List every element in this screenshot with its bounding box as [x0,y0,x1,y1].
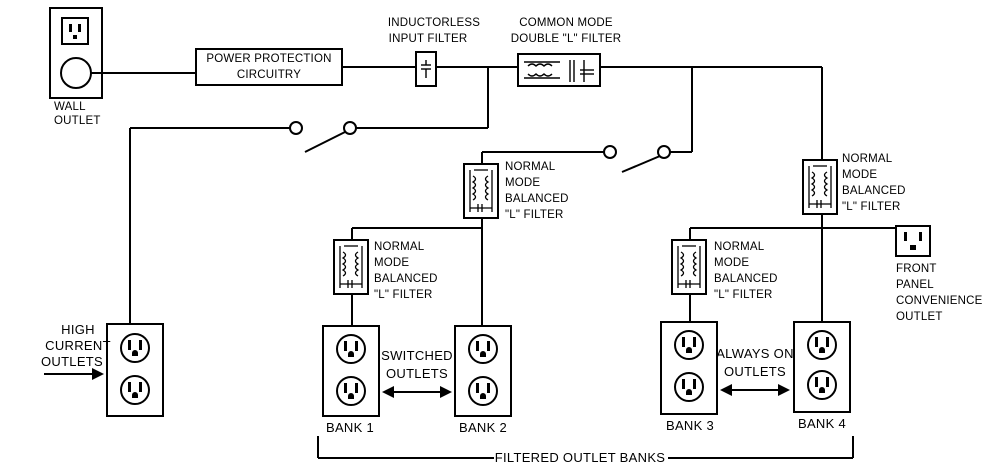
high-current-label-1: HIGH [61,322,95,337]
front-panel-label-3: CONVENIENCE [896,295,983,307]
wall-outlet-label-1: WALL [54,101,86,113]
wall-outlet-label-2: OUTLET [54,115,101,127]
inductorless-label-2: INPUT FILTER [389,33,468,45]
nm-filter-c-label-1: NORMAL [714,241,765,253]
front-panel-label-4: OUTLET [896,311,943,323]
nm-filter-d-label-3: BALANCED [842,185,906,197]
bank-4-outlets [793,321,851,413]
nm-filter-d-label-2: MODE [842,169,877,181]
wall-outlet [49,7,103,99]
main-wiring [91,66,908,326]
nm-filter-d-label-1: NORMAL [842,153,893,165]
bank-3-outlets [660,321,718,415]
common-mode-label-2: DOUBLE "L" FILTER [511,33,621,45]
nm-filter-a-label-1: NORMAL [505,161,556,173]
nm-filter-bank1 [333,239,369,295]
always-on-label-2: OUTLETS [724,364,786,379]
power-protection-label-1: POWER PROTECTION [206,53,331,65]
always-on-arrow [720,384,790,396]
nm-filter-c-label-4: "L" FILTER [714,289,773,301]
switched-outlets-label-2: OUTLETS [386,366,448,381]
high-current-label-2: CURRENT [45,338,111,353]
nm-filter-b-label-4: "L" FILTER [374,289,433,301]
filtered-banks-label: FILTERED OUTLET BANKS [495,450,666,465]
nm-filter-a-label-4: "L" FILTER [505,209,564,221]
switched-outlets-label-1: SWITCHED [381,348,453,363]
bank-2-label: BANK 2 [459,420,507,435]
nm-filter-switched-main [463,163,499,219]
bank-1-outlets [322,325,380,417]
nm-filter-b-label-3: BALANCED [374,273,438,285]
nm-filter-a-label-2: MODE [505,177,540,189]
high-current-arrow [44,368,104,380]
always-on-label-1: ALWAYS ON [716,346,794,361]
nm-filter-always-on-main [802,159,838,215]
nm-filter-d-label-4: "L" FILTER [842,201,901,213]
bank-1-label: BANK 1 [326,420,374,435]
inductorless-label-1: INDUCTORLESS [388,17,480,29]
inductorless-filter-symbol [415,51,437,87]
nm-filter-bank3 [671,239,707,295]
nm-filter-b-label-1: NORMAL [374,241,425,253]
common-mode-filter-symbol [517,53,601,87]
nm-filter-a-label-3: BALANCED [505,193,569,205]
front-panel-outlet [895,225,931,257]
power-protection-box [195,48,343,86]
nm-filter-b-label-2: MODE [374,257,409,269]
bank-2-outlets [454,325,512,417]
high-current-label-3: OUTLETS [41,354,103,369]
front-panel-label-2: PANEL [896,279,934,291]
common-mode-label-1: COMMON MODE [519,17,613,29]
front-panel-label-1: FRONT [896,263,937,275]
bank-3-label: BANK 3 [666,418,714,433]
power-protection-label-2: CIRCUITRY [237,69,301,81]
bank-4-label: BANK 4 [798,416,846,431]
switched-outlets-arrow [382,386,452,398]
nm-filter-c-label-2: MODE [714,257,749,269]
filtered-banks-bracket [317,436,854,459]
nm-filter-c-label-3: BALANCED [714,273,778,285]
high-current-outlets [106,323,164,417]
